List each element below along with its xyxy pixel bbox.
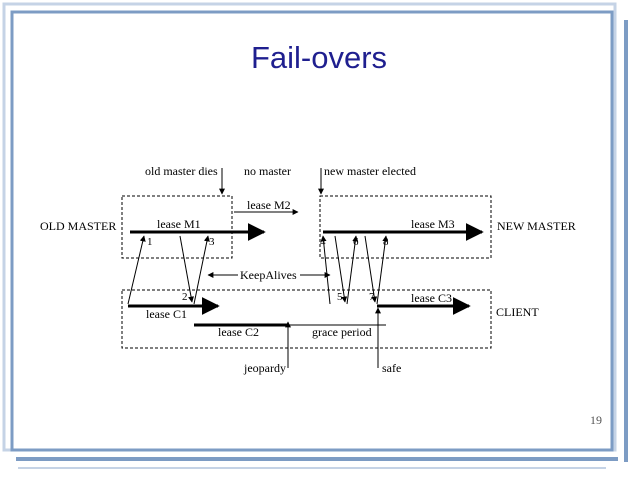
lease-c3-label: lease C3 [411, 291, 452, 305]
grace-period-label: grace period [312, 325, 372, 339]
lease-c2-label: lease C2 [218, 325, 259, 339]
new-master-label: NEW MASTER [497, 219, 576, 233]
step-3: 3 [209, 236, 215, 248]
step-6: 6 [353, 236, 359, 248]
message-8-arrow [376, 235, 389, 305]
message-4-arrow [320, 235, 331, 305]
old-master-dies-label: old master dies [145, 164, 218, 178]
slide-title: Fail-overs [250, 40, 388, 75]
keepalives-label: KeepAlives [240, 268, 297, 282]
step-1: 1 [147, 236, 153, 248]
new-master-elected-label: new master elected [324, 164, 416, 178]
step-4: 4 [320, 236, 326, 248]
frame-inner-edge [10, 10, 614, 452]
page-number: 19 [590, 413, 602, 427]
old-master-box [121, 195, 233, 259]
client-label: CLIENT [496, 305, 539, 319]
lease-m2-label: lease M2 [247, 198, 291, 212]
client-box [121, 289, 492, 349]
safe-label: safe [382, 361, 401, 375]
message-5-arrow [334, 235, 348, 303]
no-master-label: no master [244, 164, 291, 178]
message-3-arrow [193, 235, 210, 305]
message-7-arrow [364, 235, 378, 303]
step-8: 8 [383, 236, 389, 248]
step-2: 2 [182, 291, 188, 303]
lease-m3-label: lease M3 [411, 217, 455, 231]
step-5: 5 [337, 291, 343, 303]
message-2-arrow [179, 235, 194, 303]
jeopardy-label: jeopardy [243, 361, 286, 375]
message-6-arrow [346, 235, 359, 305]
lease-c1-label: lease C1 [146, 307, 187, 321]
new-master-box [319, 195, 492, 259]
old-master-label: OLD MASTER [40, 219, 116, 233]
message-1-arrow [127, 235, 146, 305]
lease-m1-label: lease M1 [157, 217, 201, 231]
